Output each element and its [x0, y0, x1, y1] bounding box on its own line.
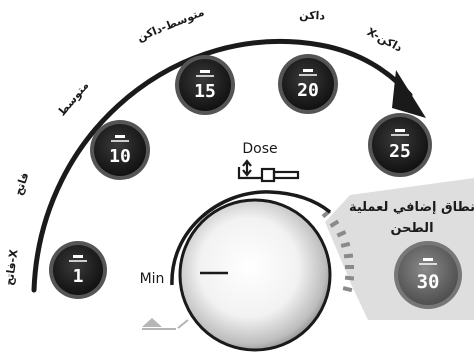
roast-label-light: فاتح [12, 171, 32, 197]
extended-range-label-line1: نطاق إضافي لعملية [349, 200, 474, 215]
dial-1: 1 [49, 241, 107, 299]
roast-label-dark: داكن [299, 8, 326, 22]
dial-25-value: 25 [389, 141, 411, 162]
roast-label-medium-dark: متوسط-داكن [135, 5, 206, 44]
roast-scale-arc [31, 38, 413, 293]
roast-label-x-dark: X-داكن [365, 25, 405, 54]
indicator-icon [395, 129, 405, 132]
arrow-head-icon [392, 70, 426, 118]
dial-15-value: 15 [194, 81, 216, 102]
dial-15: 15 [175, 55, 235, 115]
grind-knob[interactable] [178, 198, 332, 352]
extended-range-label-line2: الطحن [390, 221, 433, 236]
indicator-icon [115, 135, 125, 138]
dose-label: Dose [242, 141, 277, 157]
roast-label-medium: متوسط [55, 79, 91, 119]
indicator-icon [200, 70, 210, 73]
dial-25: 25 [368, 113, 432, 177]
indicator-icon [303, 69, 313, 72]
dial-20-value: 20 [297, 80, 319, 101]
dial-10: 10 [90, 120, 150, 180]
dial-30-value: 30 [417, 271, 440, 293]
dose-portafilter-icon [237, 159, 300, 183]
dial-1-value: 1 [73, 266, 84, 287]
dial-30-extended: 30 [394, 241, 462, 309]
dial-10-value: 10 [109, 146, 131, 167]
grind-level-icon [142, 318, 189, 330]
indicator-icon [73, 255, 83, 258]
min-label: Min [140, 271, 165, 287]
indicator-icon [423, 258, 433, 261]
dial-20: 20 [278, 54, 338, 114]
roast-label-x-light: فاتح-X [3, 248, 21, 286]
knob-outer-arc [170, 190, 332, 286]
